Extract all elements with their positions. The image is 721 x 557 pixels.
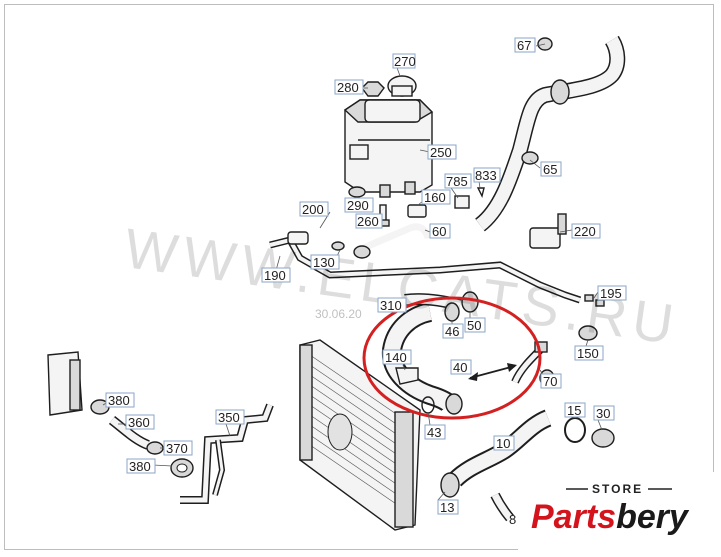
brand-name: Partsbery bbox=[531, 498, 690, 536]
pipe-350[interactable] bbox=[180, 403, 274, 504]
label-833[interactable]: 833 bbox=[475, 168, 497, 183]
label-10[interactable]: 10 bbox=[496, 436, 510, 451]
label-360[interactable]: 360 bbox=[128, 415, 150, 430]
direction-arrow bbox=[468, 363, 517, 381]
hose-65[interactable] bbox=[474, 35, 626, 232]
label-370[interactable]: 370 bbox=[166, 441, 188, 456]
label-260[interactable]: 260 bbox=[357, 214, 379, 229]
label-140[interactable]: 140 bbox=[385, 350, 407, 365]
label-40[interactable]: 40 bbox=[453, 360, 467, 375]
label-70[interactable]: 70 bbox=[543, 374, 557, 389]
label-60[interactable]: 60 bbox=[432, 224, 446, 239]
hose-60[interactable] bbox=[358, 223, 432, 254]
label-380-bottom[interactable]: 380 bbox=[129, 459, 151, 474]
brand-name-part2: bery bbox=[616, 498, 690, 536]
label-46[interactable]: 46 bbox=[445, 324, 459, 339]
label-43[interactable]: 43 bbox=[427, 425, 441, 440]
label-130[interactable]: 130 bbox=[313, 255, 335, 270]
clamp-380-bottom[interactable] bbox=[170, 458, 194, 478]
electronic-module[interactable] bbox=[47, 351, 83, 416]
label-15[interactable]: 15 bbox=[567, 403, 581, 418]
label-195[interactable]: 195 bbox=[600, 286, 622, 301]
brand-name-part1: Parts bbox=[531, 498, 616, 536]
label-280[interactable]: 280 bbox=[337, 80, 359, 95]
clip-833[interactable] bbox=[476, 187, 485, 199]
ring-15[interactable] bbox=[564, 417, 586, 443]
part-labels: 67 270 280 250 65 785 833 160 290 200 26… bbox=[105, 37, 627, 527]
label-50[interactable]: 50 bbox=[467, 318, 481, 333]
tank-cap-270[interactable] bbox=[387, 75, 417, 97]
label-380-top[interactable]: 380 bbox=[108, 393, 130, 408]
diagram-frame bbox=[4, 4, 714, 550]
label-150[interactable]: 150 bbox=[577, 346, 599, 361]
label-8[interactable]: 8 bbox=[509, 512, 516, 527]
bracket-140[interactable] bbox=[395, 367, 419, 385]
expansion-tank[interactable] bbox=[343, 99, 434, 198]
connector-160[interactable] bbox=[407, 204, 427, 218]
hose-8[interactable] bbox=[490, 492, 514, 522]
label-220[interactable]: 220 bbox=[574, 224, 596, 239]
clamp-130[interactable] bbox=[331, 241, 371, 259]
label-250[interactable]: 250 bbox=[430, 145, 452, 160]
grommet-290[interactable] bbox=[348, 186, 366, 198]
highlight-circle bbox=[362, 296, 542, 420]
label-270[interactable]: 270 bbox=[394, 54, 416, 69]
label-190[interactable]: 190 bbox=[264, 268, 286, 283]
watermark-date: 30.06.20 bbox=[315, 307, 362, 321]
label-65[interactable]: 65 bbox=[543, 162, 557, 177]
brand-store-text: STORE bbox=[592, 482, 643, 496]
label-67[interactable]: 67 bbox=[517, 38, 531, 53]
brand-logo: STORE Partsbery bbox=[518, 472, 714, 550]
pipe-190[interactable] bbox=[269, 231, 582, 304]
tank-cap-280[interactable] bbox=[361, 81, 385, 97]
clamp-13[interactable] bbox=[440, 472, 460, 498]
label-160[interactable]: 160 bbox=[424, 190, 446, 205]
label-200[interactable]: 200 bbox=[302, 202, 324, 217]
radiator[interactable] bbox=[299, 339, 421, 531]
clamp-30[interactable] bbox=[591, 428, 615, 448]
bracket-220[interactable] bbox=[529, 213, 567, 249]
label-785[interactable]: 785 bbox=[446, 174, 468, 189]
label-290[interactable]: 290 bbox=[347, 198, 369, 213]
label-30[interactable]: 30 bbox=[596, 406, 610, 421]
label-13[interactable]: 13 bbox=[440, 500, 454, 515]
hose-360[interactable] bbox=[108, 416, 150, 450]
label-350[interactable]: 350 bbox=[218, 410, 240, 425]
label-310[interactable]: 310 bbox=[380, 298, 402, 313]
fitting-785[interactable] bbox=[454, 195, 470, 209]
